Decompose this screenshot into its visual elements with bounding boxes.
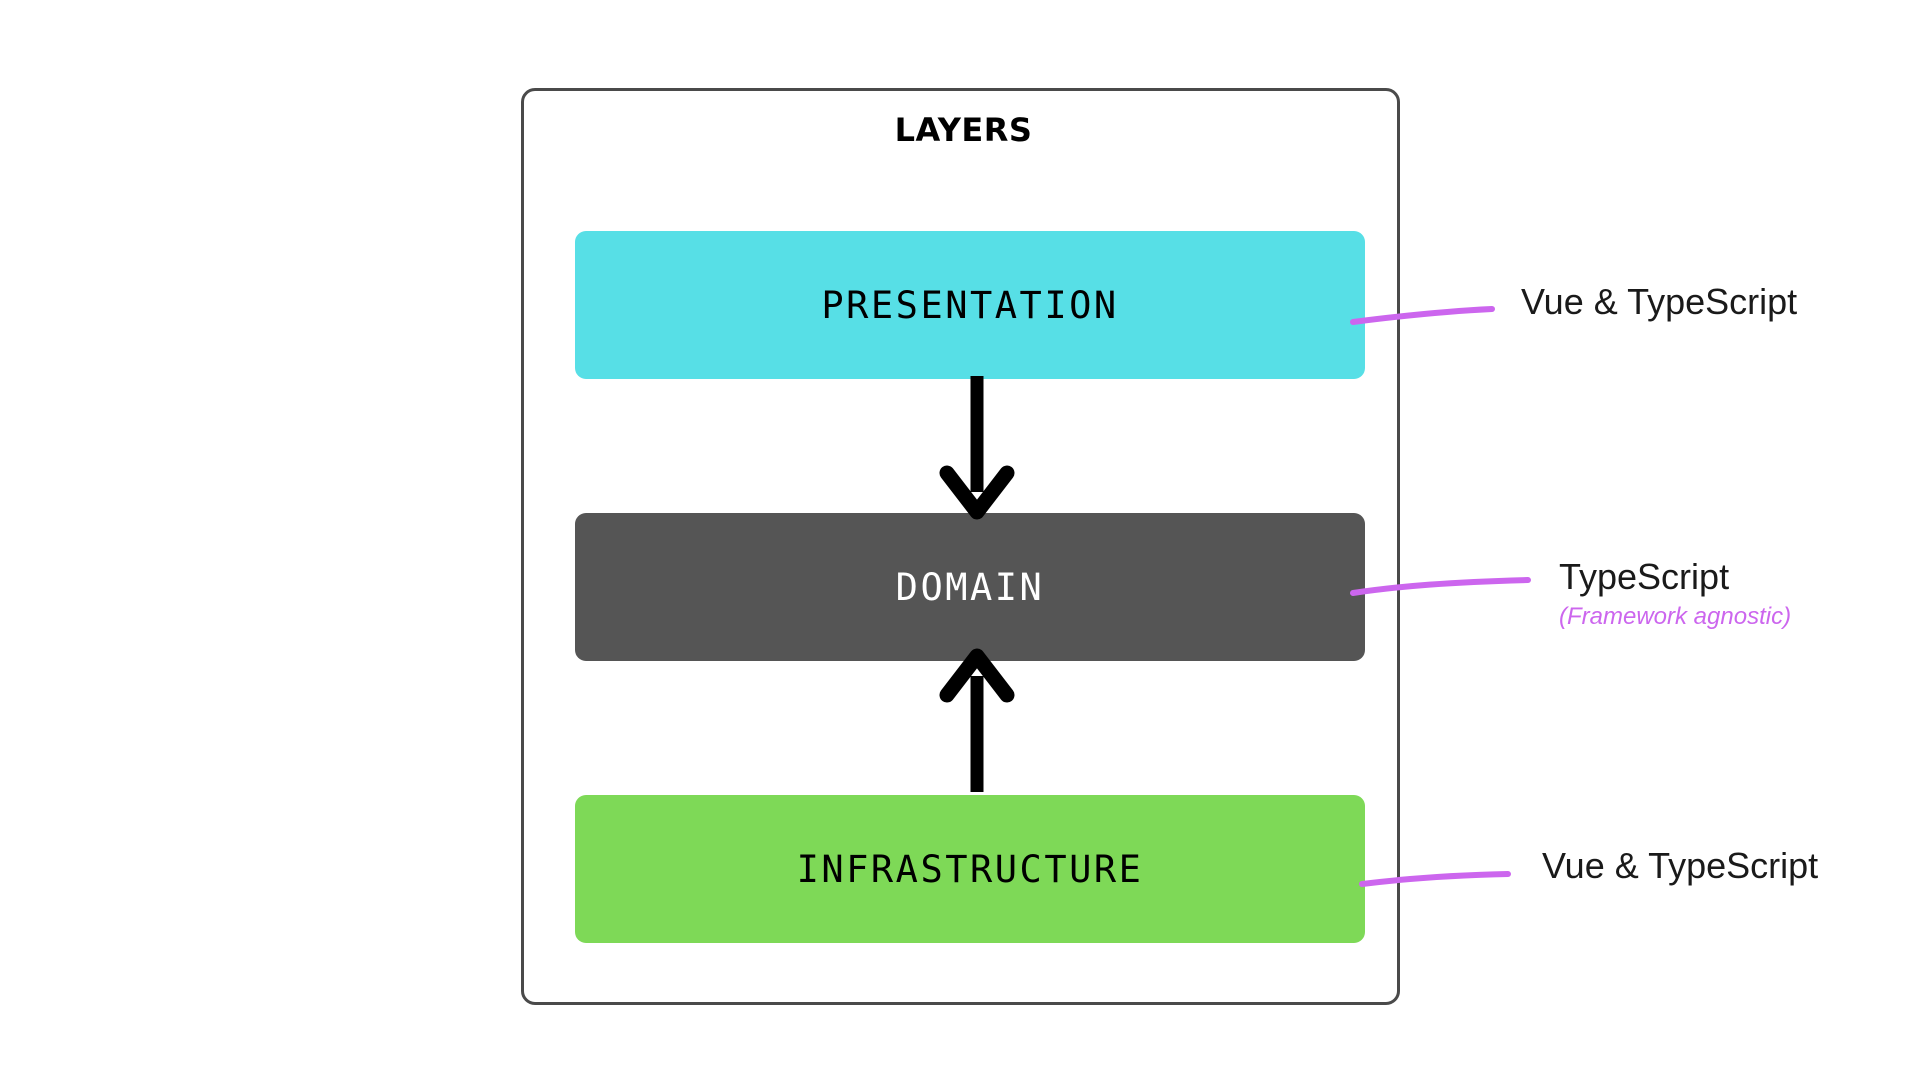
annotation-presentation: Vue & TypeScript	[1521, 281, 1797, 322]
annotation-domain-subtitle: (Framework agnostic)	[1559, 603, 1792, 631]
layer-label-presentation: PRESENTATION	[821, 283, 1119, 327]
annotation-presentation-title: Vue & TypeScript	[1521, 281, 1798, 322]
annotation-infrastructure: Vue & TypeScript	[1542, 845, 1818, 886]
layer-box-presentation[interactable]: PRESENTATION	[575, 231, 1365, 379]
annotation-domain: TypeScript (Framework agnostic)	[1559, 556, 1791, 632]
layer-label-infrastructure: INFRASTRUCTURE	[796, 847, 1144, 891]
layer-box-infrastructure[interactable]: INFRASTRUCTURE	[575, 795, 1365, 943]
layers-container: LAYERS PRESENTATION DOMAIN INFRASTRUCTUR…	[521, 88, 1400, 1005]
annotation-infrastructure-title: Vue & TypeScript	[1542, 845, 1819, 886]
annotation-domain-title: TypeScript	[1559, 556, 1730, 597]
layer-box-domain[interactable]: DOMAIN	[575, 513, 1365, 661]
diagram-title: LAYERS	[894, 111, 1033, 149]
layer-label-domain: DOMAIN	[895, 565, 1045, 609]
